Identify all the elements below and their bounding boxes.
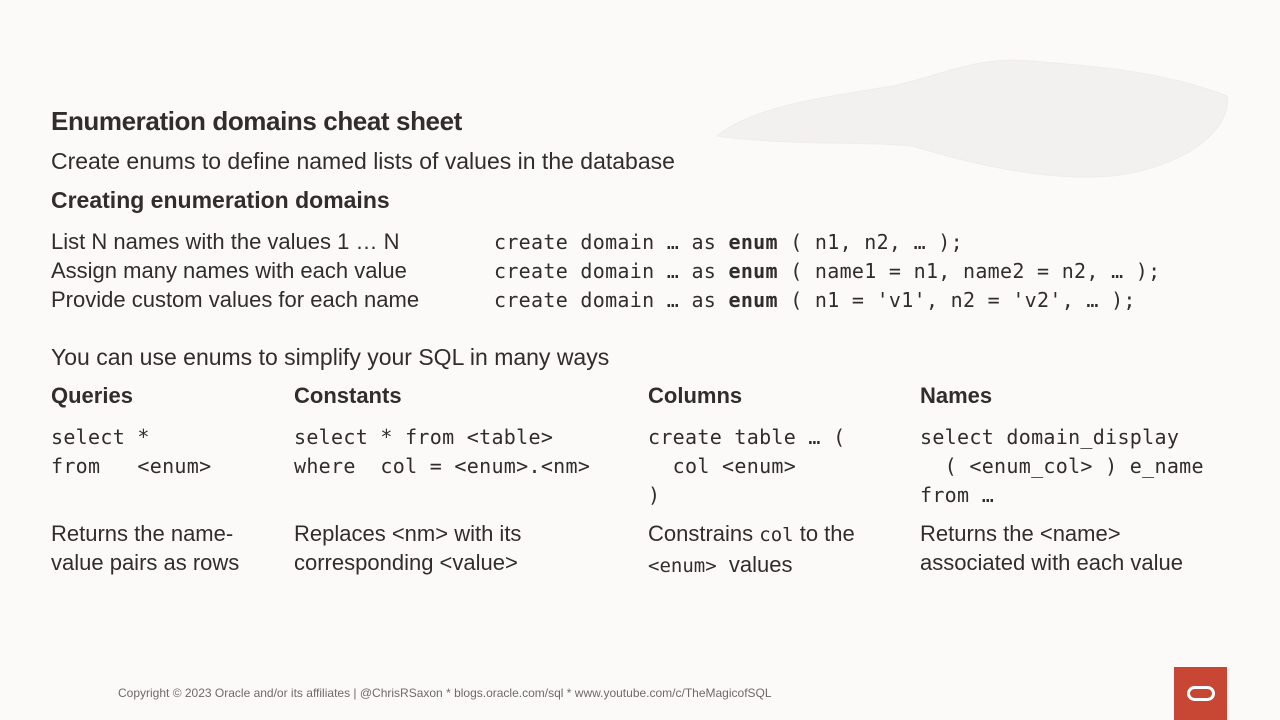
code-sample-constants: select * from <table> where col = <enum>…	[294, 425, 591, 478]
code-sample-names: select domain_display ( <enum_col> ) e_n…	[920, 425, 1204, 507]
creation-row-code: create domain … as enum ( n1, n2, … );	[494, 230, 963, 254]
column-heading-columns: Columns	[648, 383, 743, 408]
section-heading: Creating enumeration domains	[51, 187, 390, 213]
creation-row-label: List N names with the values 1 … N	[51, 229, 400, 254]
description-columns: Constrains col to the <enum> values	[648, 521, 855, 577]
column-heading-queries: Queries	[51, 383, 133, 408]
column-heading-names: Names	[920, 383, 993, 408]
creation-row-code: create domain … as enum ( n1 = 'v1', n2 …	[494, 288, 1136, 312]
creation-row-code: create domain … as enum ( name1 = n1, na…	[494, 259, 1161, 283]
description-names: Returns the <name> associated with each …	[920, 521, 1183, 575]
code-sample-columns: create table … ( col <enum> )	[648, 425, 846, 507]
oracle-logo	[1174, 667, 1227, 720]
decorative-pattern	[715, 59, 1228, 178]
description-queries: Returns the name- value pairs as rows	[51, 521, 240, 575]
slide-subtitle: Create enums to define named lists of va…	[51, 148, 675, 174]
code-sample-queries: select * from <enum>	[51, 425, 212, 478]
column-heading-constants: Constants	[294, 383, 402, 408]
oracle-ring-icon	[1186, 686, 1215, 701]
slide-title: Enumeration domains cheat sheet	[51, 106, 462, 136]
usage-intro: You can use enums to simplify your SQL i…	[51, 344, 610, 370]
creation-row-label: Provide custom values for each name	[51, 287, 420, 312]
description-constants: Replaces <nm> with its corresponding <va…	[294, 521, 522, 575]
footer-copyright: Copyright © 2023 Oracle and/or its affil…	[118, 686, 772, 700]
creation-row-label: Assign many names with each value	[51, 258, 407, 283]
